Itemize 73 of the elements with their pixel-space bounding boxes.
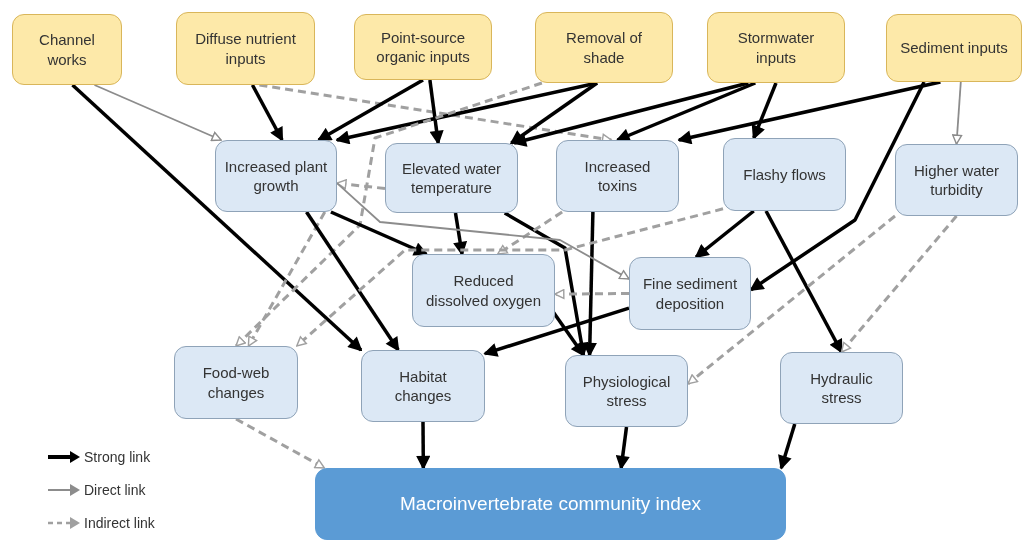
node-label: Elevated water temperature bbox=[400, 158, 503, 198]
node-label: Increased plant growth bbox=[224, 156, 328, 196]
arrow bbox=[93, 84, 222, 142]
arrow bbox=[336, 182, 630, 280]
node-label: Point-source organic inputs bbox=[375, 27, 471, 67]
arrow bbox=[840, 215, 958, 353]
driver-box bbox=[535, 12, 673, 83]
effect-box bbox=[174, 346, 298, 419]
node-label: Hydraulic stress bbox=[809, 368, 874, 408]
driver-box bbox=[354, 14, 492, 80]
arrow bbox=[503, 211, 588, 356]
effect-box bbox=[215, 140, 337, 212]
node-label: Increased toxins bbox=[583, 156, 652, 196]
legend-label: Indirect link bbox=[84, 515, 155, 531]
driver-box bbox=[12, 14, 122, 85]
node-label: Physiological stress bbox=[581, 371, 672, 411]
arrow bbox=[616, 426, 630, 469]
arrow bbox=[250, 84, 284, 141]
arrow bbox=[764, 210, 844, 353]
arrow bbox=[695, 209, 755, 259]
arrow bbox=[751, 82, 778, 139]
effect-box bbox=[412, 254, 555, 327]
node-label: Flashy flows bbox=[743, 164, 826, 185]
node-label: Food-web changes bbox=[201, 363, 271, 402]
driver-box bbox=[707, 12, 845, 83]
arrow bbox=[235, 417, 326, 470]
legend-label: Direct link bbox=[84, 482, 146, 498]
node-label: Habitat changes bbox=[393, 366, 453, 406]
effect-box bbox=[556, 140, 679, 212]
arrow bbox=[750, 81, 926, 292]
effect-box bbox=[629, 257, 751, 330]
arrow bbox=[247, 211, 327, 347]
arrow bbox=[295, 207, 724, 348]
arrow bbox=[778, 423, 797, 469]
effect-box bbox=[723, 138, 846, 211]
effect-box bbox=[385, 143, 518, 213]
driver-box bbox=[886, 14, 1022, 82]
legend-label: Strong link bbox=[84, 449, 151, 465]
effect-box bbox=[895, 144, 1018, 216]
arrow bbox=[336, 179, 386, 190]
effect-box bbox=[780, 352, 903, 424]
effect-box bbox=[565, 355, 688, 427]
arrow bbox=[687, 214, 896, 385]
arrow bbox=[416, 422, 430, 469]
arrow bbox=[484, 306, 630, 357]
arrow bbox=[71, 83, 363, 352]
arrow bbox=[453, 212, 467, 255]
node-label: Sediment inputs bbox=[900, 38, 1008, 58]
node-label: Removal of shade bbox=[565, 28, 643, 67]
arrow bbox=[554, 288, 629, 300]
node-label: Reduced dissolved oxygen bbox=[424, 271, 543, 310]
arrow bbox=[330, 210, 428, 256]
arrow bbox=[583, 211, 597, 356]
driver-box bbox=[176, 12, 315, 85]
arrow bbox=[234, 81, 543, 348]
arrow bbox=[513, 81, 749, 147]
arrow bbox=[305, 211, 400, 351]
arrow bbox=[616, 81, 756, 142]
effect-box bbox=[361, 350, 485, 422]
node-label: Macroinvertebrate community index bbox=[400, 491, 701, 516]
node-label: Fine sediment deposition bbox=[641, 274, 739, 313]
node-label: Higher water turbidity bbox=[912, 160, 1000, 200]
arrow bbox=[510, 81, 599, 145]
arrow bbox=[496, 210, 563, 256]
node-label: Stormwater inputs bbox=[736, 28, 816, 67]
arrow bbox=[678, 80, 941, 144]
arrow bbox=[552, 311, 585, 356]
node-label: Diffuse nutrient inputs bbox=[194, 29, 297, 68]
arrow bbox=[428, 79, 444, 144]
arrow bbox=[317, 78, 424, 142]
arrow bbox=[952, 81, 963, 145]
node-label: Channel works bbox=[38, 30, 96, 69]
index-box bbox=[315, 468, 786, 540]
